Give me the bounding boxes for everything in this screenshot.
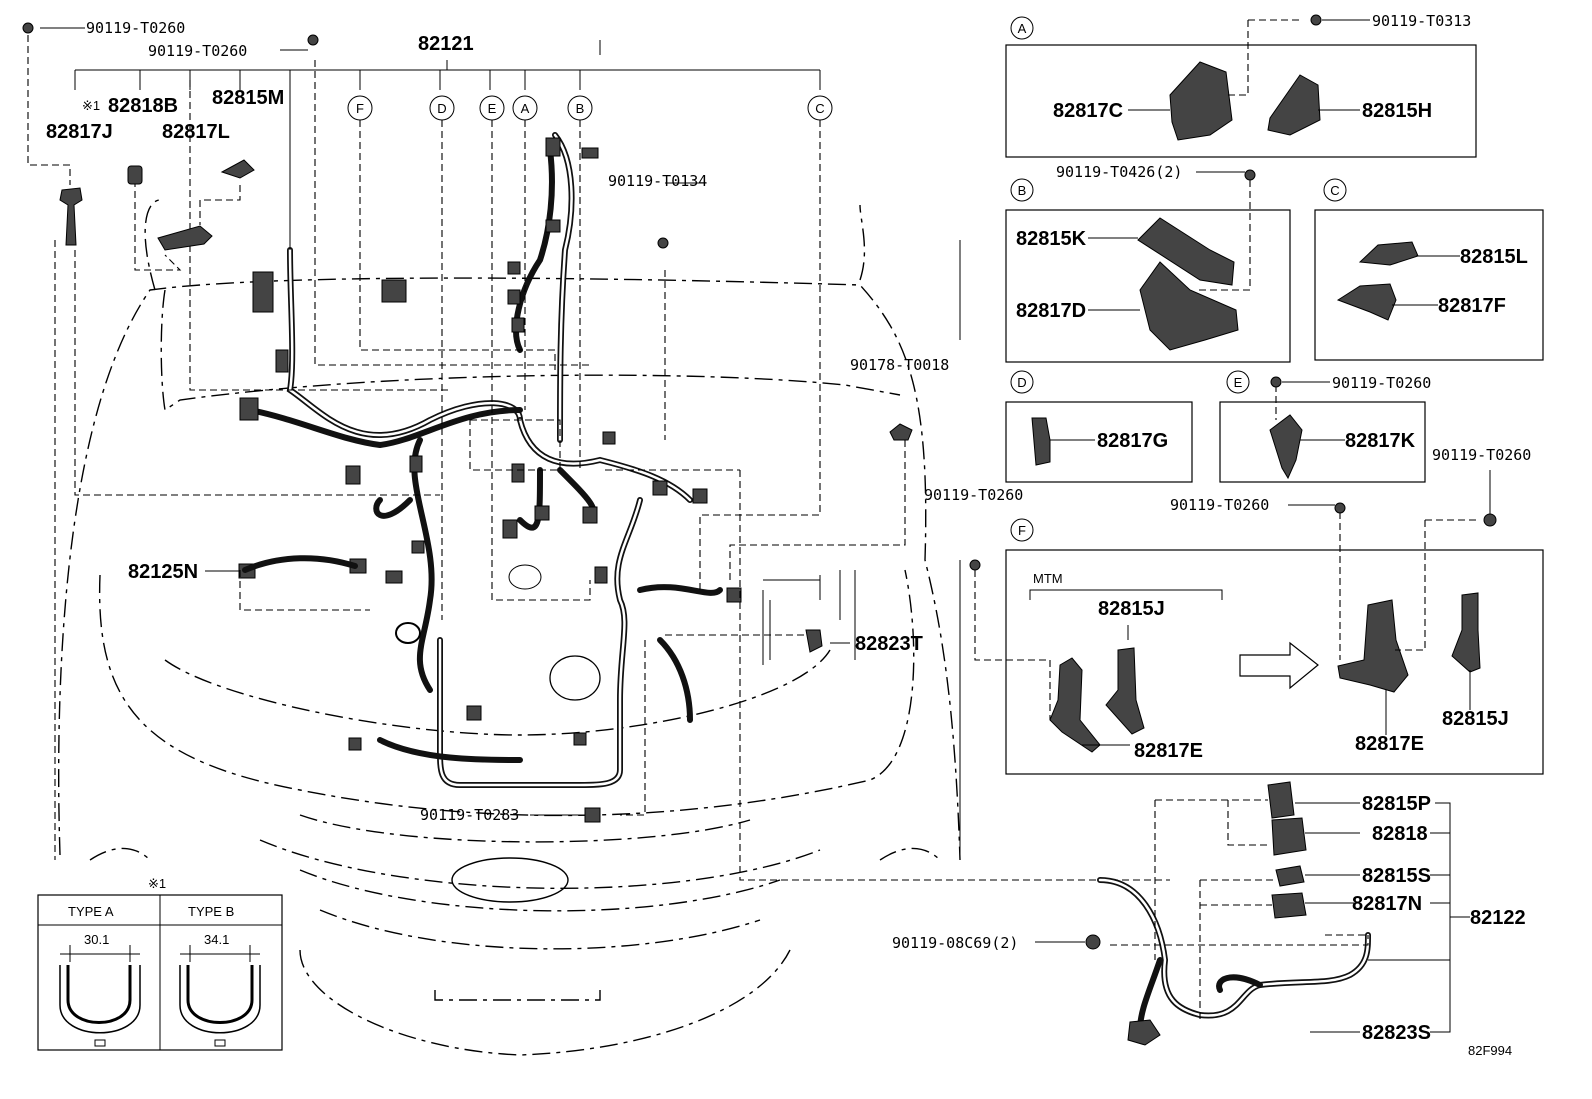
clamp-type-table bbox=[37, 894, 283, 1051]
part-label-82818: 82818 bbox=[1372, 823, 1428, 845]
part-label-82815H: 82815H bbox=[1362, 100, 1432, 122]
part-label-82817F: 82817F bbox=[1438, 295, 1506, 317]
bolt-label: 90119-T0260 bbox=[1432, 446, 1531, 464]
clamp-dim-a: 30.1 bbox=[84, 932, 109, 947]
bolt-label: 90119-T0260 bbox=[1332, 374, 1431, 392]
part-label-82815K: 82815K bbox=[1016, 228, 1087, 250]
bolt-label: 90178-T0018 bbox=[850, 356, 949, 374]
note-mark: ※1 bbox=[82, 98, 100, 113]
main-harness-label: 82121 bbox=[418, 33, 474, 55]
part-label-82817L: 82817L bbox=[162, 121, 230, 143]
clamp-dim-b: 34.1 bbox=[204, 932, 229, 947]
sub-harness-label: 82125N bbox=[128, 561, 198, 583]
callout-circles: F D E A B C A B C D E F bbox=[347, 16, 1347, 542]
part-label-82815J: 82815J bbox=[1098, 598, 1165, 620]
detail-box-c bbox=[1314, 209, 1544, 361]
box-tag-c: C bbox=[1330, 183, 1339, 198]
detail-box-a bbox=[1005, 14, 1477, 158]
box-tag-e: E bbox=[1234, 375, 1243, 390]
bolt-label: 90119-T0260 bbox=[86, 19, 185, 37]
box-tag-a: A bbox=[1018, 21, 1027, 36]
part-label-82817G: 82817G bbox=[1097, 430, 1168, 452]
clamp-table-mark: ※1 bbox=[148, 876, 166, 891]
part-label-82815S: 82815S bbox=[1362, 865, 1431, 887]
part-label-82817C: 82817C bbox=[1053, 100, 1123, 122]
callout-c: C bbox=[815, 101, 824, 116]
part-label-82817E: 82817E bbox=[1355, 733, 1424, 755]
part-label-82817K: 82817K bbox=[1345, 430, 1416, 452]
part-label-82817D: 82817D bbox=[1016, 300, 1086, 322]
bolt-label: 90119-T0426(2) bbox=[1056, 163, 1182, 181]
front-harness-label: 82122 bbox=[1470, 907, 1526, 929]
callout-leaders bbox=[27, 35, 1170, 881]
detail-box-d bbox=[1005, 401, 1193, 483]
bolt-label: 90119-T0260 bbox=[1170, 496, 1269, 514]
bolt-label: 90119-T0283 bbox=[420, 806, 519, 824]
bolt-label: 90119-T0260 bbox=[148, 42, 247, 60]
main-harness-82121 bbox=[238, 132, 742, 788]
part-label-82823T: 82823T bbox=[855, 633, 923, 655]
box-tag-d: D bbox=[1017, 375, 1026, 390]
front-harness-82122 bbox=[1035, 781, 1470, 1046]
figure-id: 82F994 bbox=[1468, 1043, 1512, 1058]
callout-f: F bbox=[356, 101, 364, 116]
box-tag-b: B bbox=[1018, 183, 1027, 198]
part-label-82815M: 82815M bbox=[212, 87, 284, 109]
detail-box-e bbox=[1219, 376, 1426, 483]
part-label-82818B: 82818B bbox=[108, 95, 178, 117]
callout-d: D bbox=[437, 101, 446, 116]
part-label-82823S: 82823S bbox=[1362, 1022, 1431, 1044]
part-label-82817E: 82817E bbox=[1134, 740, 1203, 762]
callout-a: A bbox=[521, 101, 530, 116]
bolt-label: 90119-T0260 bbox=[924, 486, 1023, 504]
label-leaders bbox=[40, 27, 850, 816]
bolt-label: 90119-T0134 bbox=[608, 172, 707, 190]
bay-small-parts bbox=[22, 22, 913, 823]
part-label-82817N: 82817N bbox=[1352, 893, 1422, 915]
part-label-82817J: 82817J bbox=[46, 121, 113, 143]
part-label-82815L: 82815L bbox=[1460, 246, 1528, 268]
detail-box-b bbox=[1005, 169, 1291, 363]
clamp-type-a-label: TYPE A bbox=[68, 904, 114, 919]
part-labels: 90119-T0260 90119-T0260 82121 ※1 82818B … bbox=[46, 12, 1531, 1058]
part-label-82815J: 82815J bbox=[1442, 708, 1509, 730]
detail-box-f bbox=[969, 470, 1544, 775]
bolt-label: 90119-T0313 bbox=[1372, 12, 1471, 30]
part-label-82815P: 82815P bbox=[1362, 793, 1431, 815]
callout-b: B bbox=[576, 101, 585, 116]
clamp-type-b-label: TYPE B bbox=[188, 904, 234, 919]
box-tag-f: F bbox=[1018, 523, 1026, 538]
callout-e: E bbox=[488, 101, 497, 116]
bolt-label: 90119-08C69(2) bbox=[892, 934, 1018, 952]
mtm-label: MTM bbox=[1033, 571, 1063, 586]
